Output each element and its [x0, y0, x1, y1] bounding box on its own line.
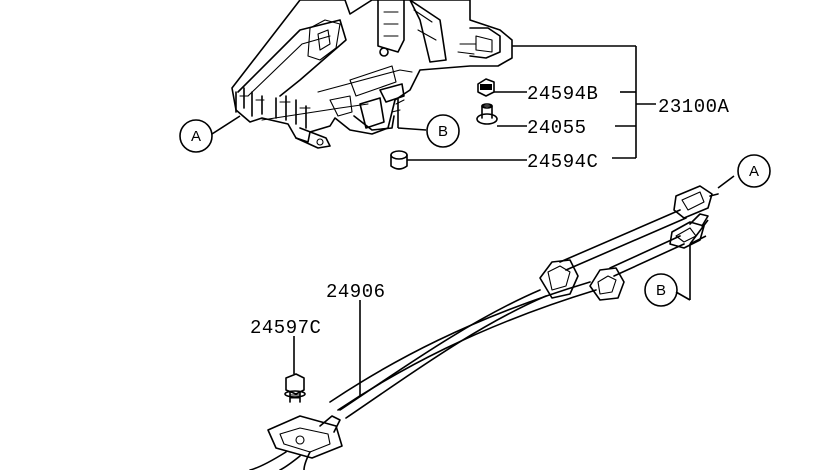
- washer-24055: [476, 103, 498, 125]
- ref-circle-b-shifter: B: [426, 114, 460, 148]
- part-label-24055: 24055: [527, 117, 587, 139]
- ref-circle-b-cable: B: [644, 273, 678, 307]
- ref-label-b-shifter: B: [438, 123, 448, 140]
- cable-assembly: [249, 185, 719, 470]
- leader-lines-top: [211, 45, 656, 161]
- ref-label-a-cable: A: [749, 163, 759, 180]
- part-label-24594c: 24594C: [527, 151, 598, 173]
- shifter-assembly: [231, 0, 513, 149]
- part-label-24597c: 24597C: [250, 317, 321, 339]
- ref-label-b-cable: B: [656, 282, 666, 299]
- bushing-24594c: [390, 150, 408, 170]
- part-label-24906: 24906: [326, 281, 386, 303]
- ref-label-a-shifter: A: [191, 128, 201, 145]
- leader-lines-bottom: [293, 175, 735, 396]
- ref-circle-a-shifter: A: [179, 119, 213, 153]
- part-label-24594b: 24594B: [527, 83, 598, 105]
- nut-24594b: [477, 78, 495, 97]
- part-label-23100a: 23100A: [658, 96, 730, 118]
- bolt-24597c: [284, 373, 306, 403]
- ref-circle-a-cable: A: [737, 154, 771, 188]
